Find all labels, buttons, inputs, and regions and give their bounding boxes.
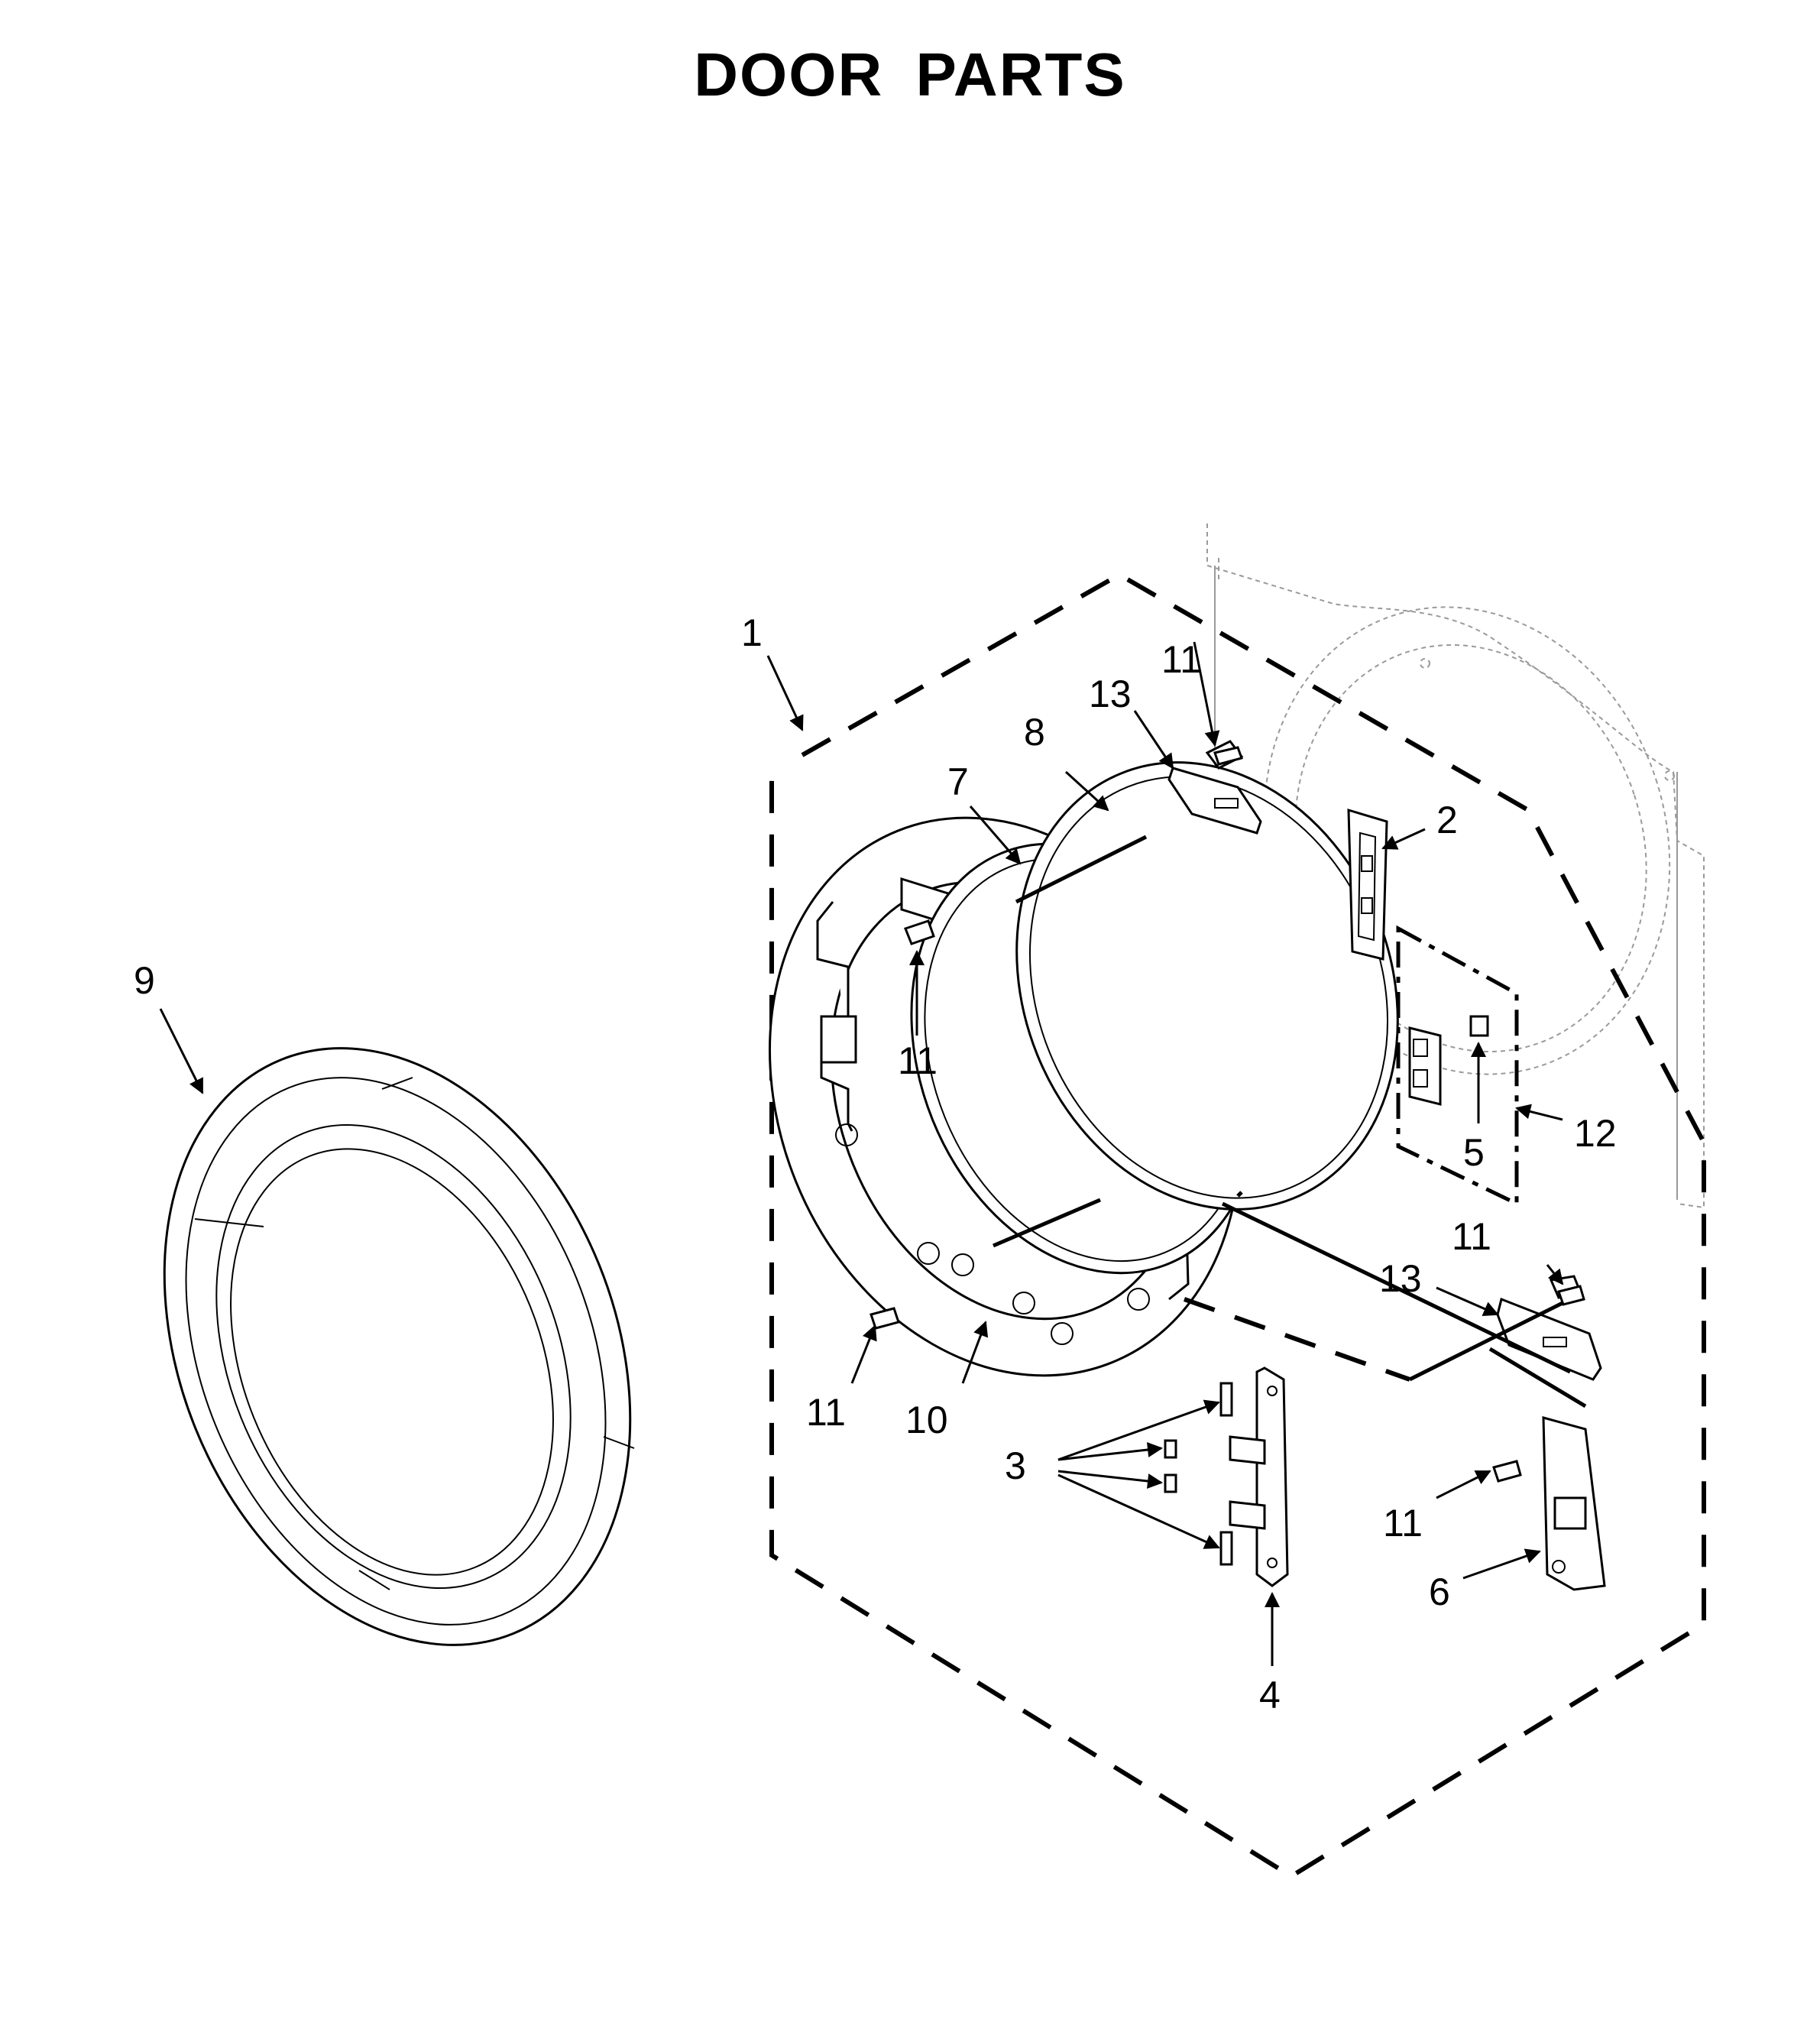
hinge-cover [1542,1416,1606,1591]
callout-13-lower: 13 [1379,1257,1422,1300]
callout-4: 4 [1259,1674,1281,1716]
callout-11-lower-right-top: 11 [1452,1215,1491,1258]
callout-3: 3 [1005,1444,1026,1487]
callout-11-lower-left: 11 [806,1391,846,1434]
outer-door-ring [163,1047,635,1646]
callout-2: 2 [1436,799,1458,841]
alignment-lines [993,835,1587,1408]
callout-8: 8 [1024,711,1045,754]
callout-12: 12 [1574,1112,1617,1155]
callout-11-lower-right: 11 [1383,1502,1423,1545]
leader-arrows [159,641,1564,1666]
door-strike [1347,808,1388,961]
screws [870,746,1585,1483]
callout-13-top: 13 [1089,673,1132,715]
door-assembly-boundary [769,572,1706,1879]
callout-9: 9 [134,959,155,1002]
door-lock-switch [1408,1015,1489,1106]
callout-6: 6 [1429,1571,1450,1613]
callout-labels: 1 2 3 4 5 6 7 8 9 10 11 11 11 11 11 12 1… [134,611,1617,1716]
callout-11-top: 11 [1161,638,1201,681]
callout-1: 1 [741,611,763,654]
item-5-group-boundary [1396,925,1519,1207]
callout-10: 10 [905,1399,948,1441]
callout-5: 5 [1463,1131,1485,1174]
page-title: DOOR PARTS [694,41,1126,109]
callout-7: 7 [947,760,969,803]
hinge-bushings [1164,1382,1233,1566]
door-hinge [1229,1366,1289,1587]
callout-11-frame: 11 [898,1039,938,1082]
